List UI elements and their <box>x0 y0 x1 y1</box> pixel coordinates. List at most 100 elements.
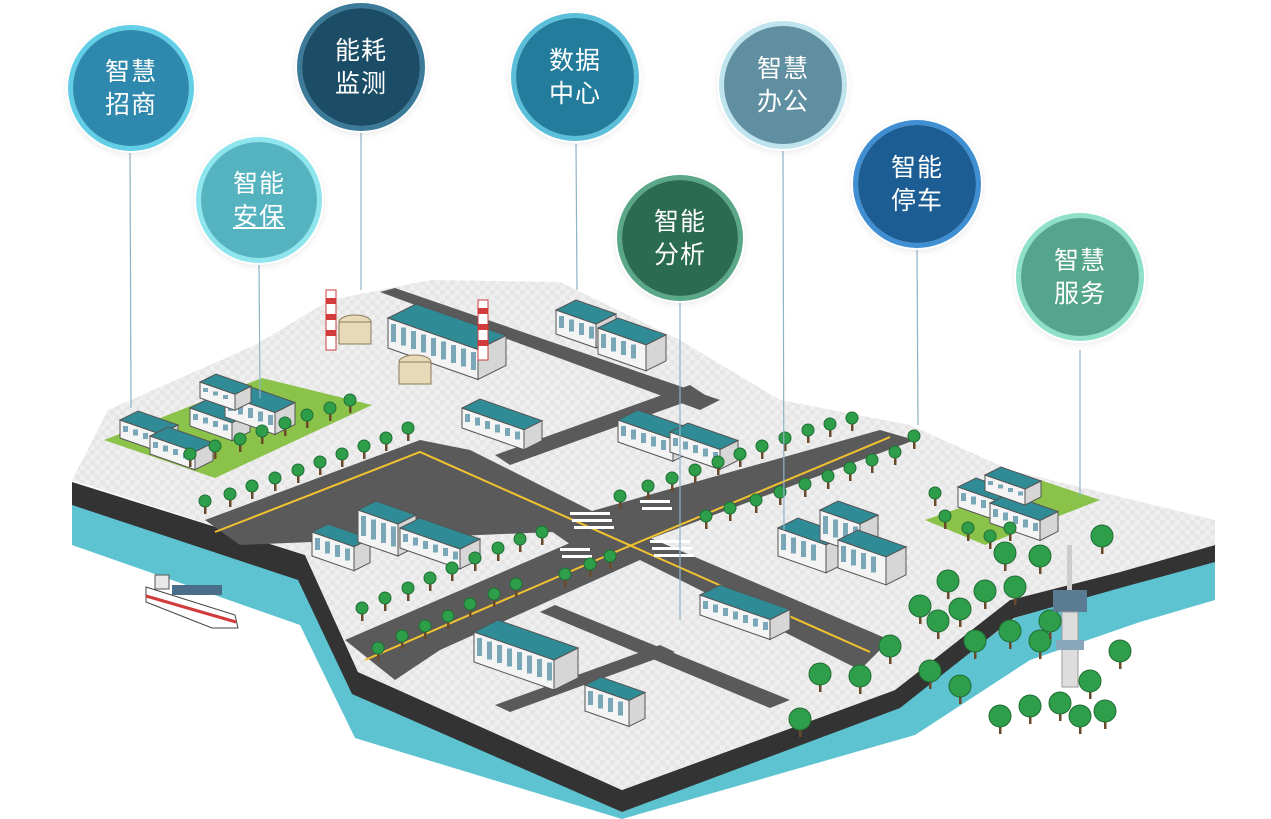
building <box>596 317 668 372</box>
bubble-label-line2: 中心 <box>548 79 601 108</box>
tree <box>357 439 371 459</box>
tree <box>291 463 305 483</box>
tree <box>198 494 212 514</box>
hospital-building <box>472 619 580 691</box>
bubble-label-line2: 安保 <box>232 202 285 231</box>
tree <box>936 569 960 599</box>
bubble-label-line1: 智能 <box>890 153 943 182</box>
tree <box>938 509 952 529</box>
tree <box>1028 544 1052 574</box>
tree <box>313 455 327 475</box>
bubble-label-line1: 智能 <box>653 207 706 236</box>
tree <box>778 431 792 451</box>
tree <box>278 416 292 436</box>
tree <box>223 487 237 507</box>
tree <box>371 641 385 661</box>
tree <box>245 479 259 499</box>
tree <box>641 479 655 499</box>
small-hall <box>460 398 544 451</box>
tree <box>491 541 505 561</box>
bubble-smart-security[interactable]: 智能 安保 <box>201 142 317 258</box>
bubble-label-line1: 智慧 <box>1053 246 1106 275</box>
tree <box>355 601 369 621</box>
bubble-energy-monitoring[interactable]: 能耗 监测 <box>302 8 420 126</box>
tree <box>878 634 902 664</box>
tree <box>208 439 222 459</box>
bubble-label-line2: 监测 <box>334 69 387 98</box>
factory-chimneys <box>325 289 489 385</box>
river <box>72 500 1215 819</box>
tree <box>688 463 702 483</box>
tree <box>378 591 392 611</box>
tree <box>183 447 197 467</box>
bubble-label-line2: 招商 <box>104 90 157 119</box>
tree <box>948 674 972 704</box>
bubble-label-line1: 智慧 <box>756 54 809 83</box>
tree <box>843 461 857 481</box>
tree <box>961 521 975 541</box>
tree <box>1003 521 1017 541</box>
building <box>148 426 215 471</box>
tree <box>395 629 409 649</box>
tree <box>908 594 932 624</box>
tree <box>468 551 482 571</box>
tree <box>733 447 747 467</box>
tree <box>755 439 769 459</box>
tree <box>983 529 997 549</box>
tree <box>907 429 921 449</box>
trees <box>183 393 1132 737</box>
tree <box>401 581 415 601</box>
tree <box>993 541 1017 571</box>
tree <box>418 619 432 639</box>
tree <box>233 432 247 452</box>
bubble-label-line2: 分析 <box>653 240 706 269</box>
tree <box>788 707 812 737</box>
tree <box>1068 704 1092 734</box>
tree <box>255 424 269 444</box>
tree <box>963 629 987 659</box>
tree <box>888 445 902 465</box>
tree <box>723 501 737 521</box>
tree <box>535 525 549 545</box>
tree <box>845 411 859 431</box>
bubble-data-center[interactable]: 数据 中心 <box>516 18 634 136</box>
tree <box>1093 699 1117 729</box>
tree <box>918 659 942 689</box>
tree <box>749 493 763 513</box>
tree <box>928 486 942 506</box>
tree <box>821 469 835 489</box>
tree <box>441 609 455 629</box>
building <box>836 529 908 586</box>
building <box>310 523 372 572</box>
tree <box>948 597 972 627</box>
bubble-smart-investment[interactable]: 智慧 招商 <box>73 30 189 146</box>
train-station <box>698 584 792 641</box>
tree <box>926 609 950 639</box>
tree <box>1003 575 1027 605</box>
tree <box>1038 609 1062 639</box>
tree <box>401 421 415 441</box>
tree <box>699 509 713 529</box>
tree <box>335 447 349 467</box>
tree <box>379 431 393 451</box>
bubble-smart-service[interactable]: 智慧 服务 <box>1021 218 1139 336</box>
bubble-label-line1: 智慧 <box>104 57 157 86</box>
tree <box>988 704 1012 734</box>
buildings <box>118 299 1060 728</box>
tree <box>423 571 437 591</box>
tree <box>973 579 997 609</box>
leader-lines <box>129 126 1081 620</box>
tree <box>603 549 617 569</box>
tree <box>998 619 1022 649</box>
tree <box>865 453 879 473</box>
bubble-smart-office[interactable]: 智慧 办公 <box>724 26 842 144</box>
bubble-smart-parking[interactable]: 智能 停车 <box>858 125 976 243</box>
tree <box>1028 629 1052 659</box>
bubble-smart-analysis[interactable]: 智能 分析 <box>622 180 738 296</box>
tree <box>583 557 597 577</box>
tree <box>1018 694 1042 724</box>
tree <box>509 577 523 597</box>
building <box>583 676 647 728</box>
tree <box>613 489 627 509</box>
